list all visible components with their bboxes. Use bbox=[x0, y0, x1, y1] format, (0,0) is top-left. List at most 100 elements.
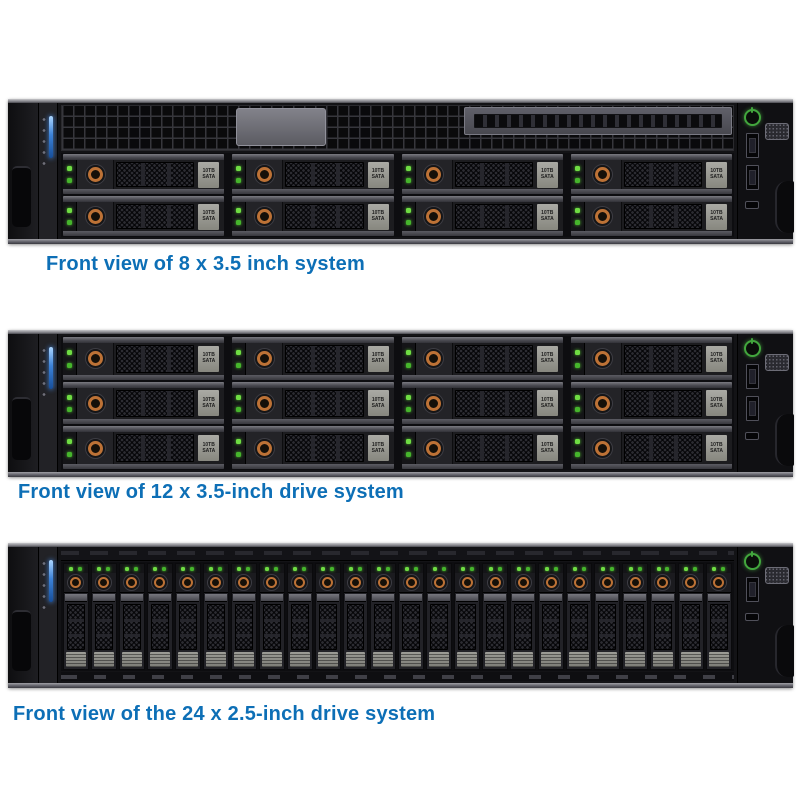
drive-release-area bbox=[64, 573, 88, 593]
rack-ear-handle-notch bbox=[12, 609, 31, 672]
drive-release-area bbox=[246, 387, 284, 420]
drive-release-knob bbox=[182, 577, 194, 588]
drive-activity-led bbox=[274, 566, 279, 571]
drive-label-line: 10TB bbox=[541, 396, 554, 403]
drive-release-area bbox=[175, 573, 200, 593]
io-side-column bbox=[763, 338, 794, 469]
mesh-divider bbox=[375, 633, 392, 637]
drive-release-knob bbox=[685, 577, 697, 588]
drive-label-line: 10TB bbox=[710, 210, 723, 216]
drive-tray-25 bbox=[705, 563, 732, 670]
mesh-divider bbox=[263, 633, 280, 637]
drive-latch-bar bbox=[120, 594, 143, 602]
mesh-divider bbox=[599, 633, 616, 637]
drive-vent-mesh bbox=[454, 162, 533, 187]
drive-release-knob bbox=[545, 577, 557, 588]
drive-release-knob bbox=[87, 167, 103, 182]
tray-bottom-rail bbox=[232, 189, 394, 194]
drive-capacity-label bbox=[513, 652, 534, 667]
status-indicator-icons bbox=[42, 114, 46, 170]
drive-status-led bbox=[628, 566, 633, 571]
drive-led-strip bbox=[232, 202, 247, 231]
drive-vent-mesh bbox=[454, 434, 533, 462]
drive-release-area bbox=[119, 573, 144, 593]
drive-tray-25 bbox=[538, 563, 565, 670]
drive-release-area bbox=[259, 573, 284, 593]
drive-led-strip bbox=[455, 564, 480, 573]
drive-release-knob bbox=[377, 577, 389, 588]
drive-vent-mesh bbox=[454, 389, 533, 418]
mesh-divider bbox=[207, 633, 224, 637]
mesh-divider bbox=[263, 619, 280, 623]
drive-release-knob bbox=[426, 440, 441, 456]
drive-vent-mesh bbox=[402, 604, 421, 650]
drive-activity-led bbox=[236, 439, 242, 445]
mesh-divider bbox=[505, 163, 510, 186]
drive-release-area bbox=[651, 573, 675, 593]
drive-activity-led bbox=[574, 349, 580, 355]
mesh-divider bbox=[674, 435, 679, 461]
drive-release-knob bbox=[595, 440, 611, 456]
drive-release-knob bbox=[595, 351, 611, 367]
drive-activity-led bbox=[405, 208, 411, 214]
usb-port-icon bbox=[745, 396, 759, 421]
drive-led-strip bbox=[287, 564, 312, 573]
right-ear-handle bbox=[775, 625, 794, 677]
drive-latch-bar bbox=[65, 594, 87, 602]
drive-release-knob bbox=[256, 395, 272, 411]
drive-activity-led bbox=[236, 349, 242, 355]
drive-release-area bbox=[567, 573, 592, 593]
drive-tray-25 bbox=[566, 563, 593, 670]
drive-status-led bbox=[67, 219, 72, 225]
chassis-bottom-lip bbox=[8, 472, 793, 477]
drive-led-strip bbox=[651, 564, 675, 573]
left-rack-ear bbox=[8, 547, 38, 683]
drive-status-led bbox=[67, 362, 72, 368]
drive-led-strip bbox=[343, 564, 368, 573]
drive-capacity-label bbox=[177, 652, 198, 667]
mesh-divider bbox=[95, 619, 112, 623]
drive-label-line: SATA bbox=[710, 447, 723, 454]
drive-release-knob bbox=[322, 577, 334, 588]
drive-label-line: SATA bbox=[202, 402, 216, 409]
drive-release-area bbox=[77, 432, 114, 464]
drive-status-led bbox=[125, 566, 130, 571]
mesh-divider bbox=[710, 619, 727, 623]
mesh-divider bbox=[487, 619, 504, 623]
drive-led-strip bbox=[623, 564, 648, 573]
drive-activity-led bbox=[413, 566, 418, 571]
drive-tray-25 bbox=[314, 563, 341, 670]
mesh-divider bbox=[710, 633, 727, 637]
drive-release-knob bbox=[713, 577, 725, 588]
drive-activity-led bbox=[246, 566, 251, 571]
drive-led-strip bbox=[570, 202, 585, 231]
io-port-column bbox=[741, 338, 763, 469]
drive-release-area bbox=[91, 573, 116, 593]
right-ear-handle bbox=[775, 414, 794, 466]
drive-release-area bbox=[483, 573, 508, 593]
drive-led-strip bbox=[315, 564, 340, 573]
drive-release-knob bbox=[601, 577, 613, 588]
drive-status-led bbox=[574, 219, 580, 225]
tray-top-rail bbox=[401, 381, 563, 388]
tray-top-rail bbox=[570, 381, 732, 388]
drive-vent-mesh bbox=[374, 604, 393, 650]
tray-bottom-rail bbox=[570, 419, 732, 425]
io-side-column bbox=[763, 551, 794, 680]
mesh-divider bbox=[291, 633, 308, 637]
drive-release-area bbox=[584, 343, 622, 375]
drive-status-led bbox=[69, 566, 74, 571]
mesh-divider bbox=[649, 205, 654, 228]
drive-led-strip bbox=[231, 564, 256, 573]
drive-activity-led bbox=[469, 566, 474, 571]
